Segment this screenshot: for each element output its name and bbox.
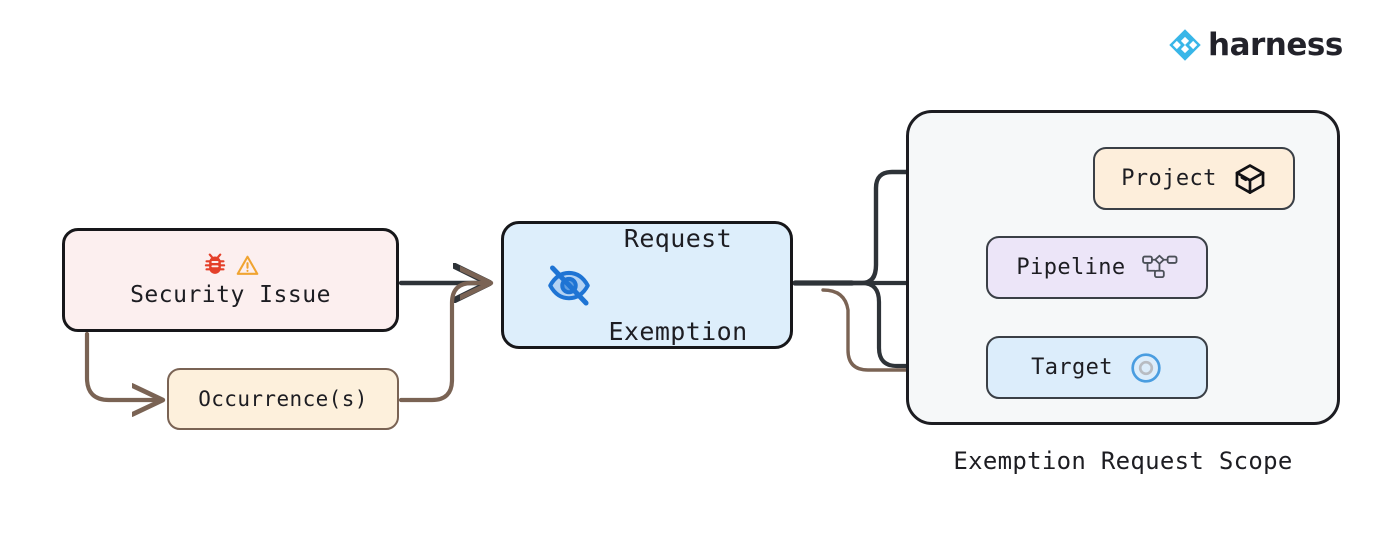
pipeline-nodes-icon	[1141, 254, 1177, 278]
harness-diamond-logo-icon	[1169, 29, 1201, 61]
security-issue-icon-row	[202, 252, 260, 278]
harness-logo: harness	[1168, 28, 1343, 62]
exemption-request-scope-caption: Exemption Request Scope	[953, 447, 1293, 475]
node-request-exemption[interactable]: Request Exemption	[501, 221, 793, 349]
edge-request-exemption-to-target	[849, 280, 973, 366]
edge-occurrence-scope-to-target	[821, 288, 968, 370]
node-target[interactable]: Target	[986, 336, 1208, 399]
node-request-exemption-label: Request Exemption	[608, 161, 747, 409]
node-security-issue[interactable]: Security Issue	[62, 228, 399, 332]
eye-off-icon	[548, 265, 591, 306]
node-project[interactable]: Project	[1093, 147, 1295, 210]
node-request-exemption-label-line2: Exemption	[608, 317, 748, 346]
bug-icon	[204, 253, 225, 274]
warning-triangle-icon	[236, 255, 258, 275]
node-occurrences-label: Occurrence(s)	[198, 387, 368, 411]
node-occurrences[interactable]: Occurrence(s)	[167, 368, 399, 430]
target-circle-icon	[1131, 352, 1161, 383]
edge-security-issue-to-occurrences	[84, 331, 160, 400]
node-pipeline[interactable]: Pipeline	[986, 236, 1208, 299]
cube-icon	[1235, 163, 1265, 194]
node-target-label: Target	[1031, 355, 1113, 380]
node-project-label: Project	[1121, 166, 1217, 191]
edge-occurrences-to-request-exemption	[398, 283, 488, 403]
harness-logo-text: harness	[1208, 26, 1343, 63]
node-request-exemption-label-line1: Request	[623, 224, 733, 253]
node-pipeline-label: Pipeline	[1016, 255, 1126, 280]
node-security-issue-label: Security Issue	[130, 282, 331, 308]
